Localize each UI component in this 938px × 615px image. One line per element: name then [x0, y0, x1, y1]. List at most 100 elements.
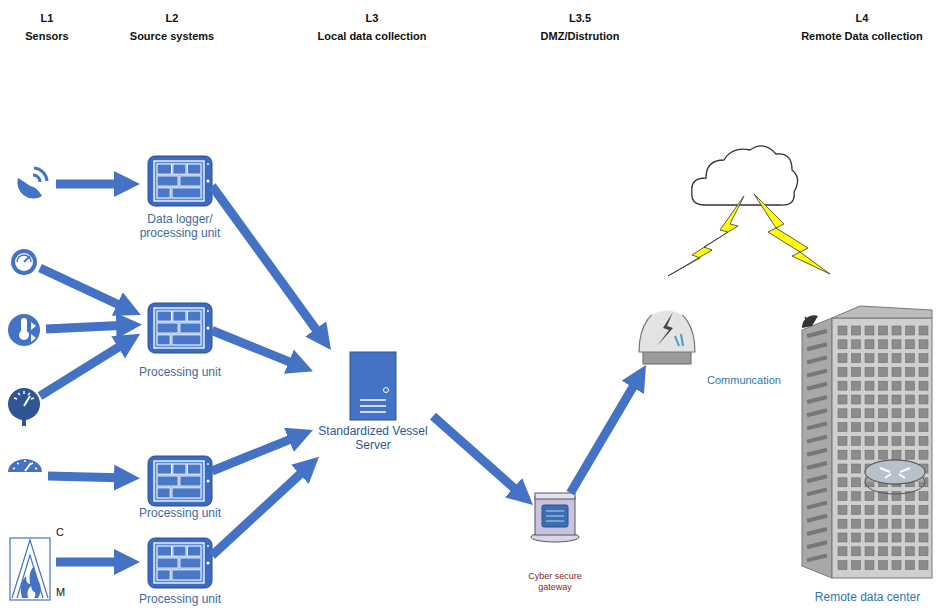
building-icon	[807, 503, 827, 508]
building-icon	[892, 492, 901, 501]
building-icon	[919, 547, 928, 556]
building-icon	[879, 340, 888, 349]
building-icon	[865, 492, 874, 501]
building-icon	[919, 492, 928, 501]
tablet-icon	[172, 570, 201, 580]
tablet-icon	[154, 461, 204, 501]
building-icon	[838, 450, 847, 459]
building-icon	[807, 516, 827, 521]
building-icon	[865, 460, 925, 484]
radio-link	[754, 194, 830, 274]
node-label: Processing unit	[130, 365, 230, 379]
tablet-icon	[207, 545, 209, 547]
tablet-icon	[172, 335, 201, 345]
building-icon	[865, 519, 874, 528]
sensor-arrow	[40, 340, 130, 396]
building-icon	[838, 340, 847, 349]
tablet-icon	[207, 327, 210, 330]
building-icon	[892, 354, 901, 363]
node-label: Remote data center	[800, 590, 935, 604]
flow-arrow	[433, 416, 524, 497]
building-icon	[919, 395, 928, 404]
building-icon	[906, 450, 915, 459]
tablet-icon	[180, 176, 201, 186]
node-label: Processing unit	[130, 506, 230, 520]
gateway-icon	[535, 497, 575, 535]
pressure-gauge	[17, 255, 31, 262]
tablet-icon	[207, 310, 209, 312]
dome-icon	[639, 309, 695, 365]
node-label: Processing unit	[130, 592, 230, 606]
server-icon	[350, 352, 396, 420]
tablet-icon	[207, 480, 210, 483]
building-icon	[879, 533, 888, 542]
building-icon	[807, 357, 827, 362]
building-icon	[906, 354, 915, 363]
building-icon	[852, 450, 861, 459]
building-icon	[865, 423, 874, 432]
building-icon	[919, 326, 928, 335]
flow-arrow	[212, 331, 302, 367]
tablet-icon	[157, 488, 170, 498]
speed-gauge	[13, 460, 37, 469]
sensor-arrow	[56, 180, 128, 189]
building-icon	[852, 519, 861, 528]
pressure-gauge	[15, 253, 33, 271]
fire-detector	[10, 538, 50, 600]
building-icon	[852, 561, 861, 570]
building-icon	[852, 367, 861, 376]
building-icon	[879, 436, 888, 445]
symbol-letter: C	[56, 526, 64, 539]
building-icon	[906, 423, 915, 432]
server-icon	[360, 405, 386, 407]
building-icon	[802, 318, 832, 578]
building-icon	[865, 561, 874, 570]
sensor-arrow	[56, 558, 128, 567]
building-icon	[865, 533, 874, 542]
building-icon	[892, 367, 901, 376]
building-icon	[906, 326, 915, 335]
tablet-node: Processing unit	[148, 303, 212, 353]
building-icon	[802, 306, 932, 578]
building-icon	[865, 460, 925, 484]
building-icon	[879, 326, 888, 335]
tablet-icon	[157, 188, 170, 198]
building-icon	[838, 492, 847, 501]
building-icon	[852, 533, 861, 542]
building-icon	[879, 423, 888, 432]
pressure-gauge	[11, 249, 37, 275]
cloud	[692, 146, 798, 205]
tablet-icon	[157, 476, 178, 486]
tablet-node: Processing unit	[148, 538, 212, 588]
tablet-icon	[207, 163, 209, 165]
tablet-node: Data logger/ processing unit	[148, 156, 212, 206]
tablet-icon	[157, 176, 178, 186]
gateway-icon	[531, 493, 579, 542]
building-icon	[852, 492, 861, 501]
flow-arrow	[212, 435, 302, 471]
tablet-icon	[187, 164, 201, 174]
building-icon	[865, 354, 874, 363]
building-icon	[838, 409, 847, 418]
tablet-icon	[207, 180, 210, 183]
building-icon	[879, 395, 888, 404]
building-icon	[892, 326, 901, 335]
building-icon	[919, 381, 928, 390]
dome-icon	[651, 309, 683, 314]
sensor-arrow	[46, 325, 130, 329]
layer-heading: Source systems	[130, 30, 214, 43]
building-icon	[838, 436, 847, 445]
building-icon	[852, 326, 861, 335]
building-icon	[906, 547, 915, 556]
fire-detector	[12, 540, 48, 598]
building-icon	[838, 395, 847, 404]
illustration	[8, 146, 932, 600]
tablet-icon	[180, 323, 201, 333]
building-icon	[906, 436, 915, 445]
building-icon	[807, 463, 827, 468]
layer-heading: L3.5	[569, 12, 591, 25]
building-icon	[879, 505, 888, 514]
building-icon	[852, 505, 861, 514]
building-icon	[852, 547, 861, 556]
sensor-icons	[8, 168, 50, 600]
